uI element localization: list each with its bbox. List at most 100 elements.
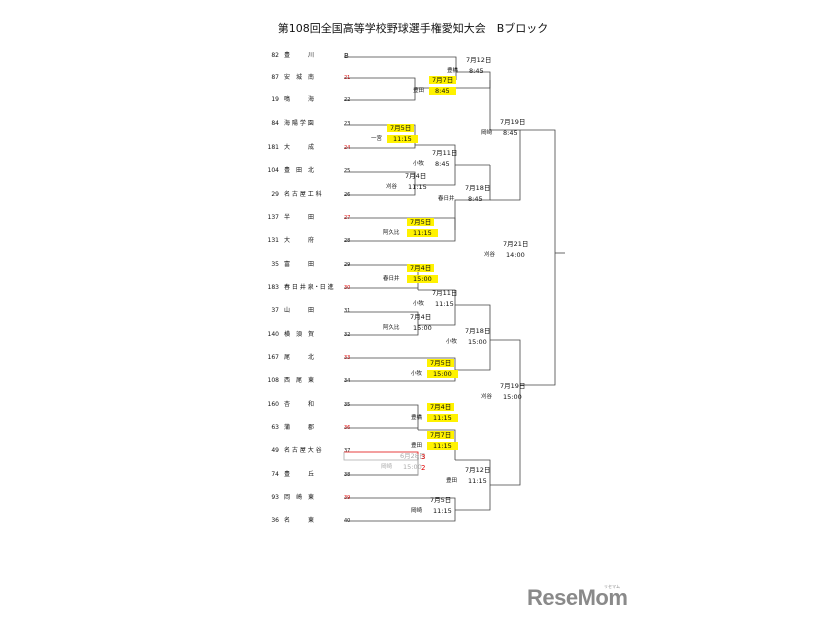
team-name: 横 須 賀 <box>284 331 315 338</box>
bracket-slot: 38 <box>344 472 351 478</box>
game-time: 11:15 <box>427 414 458 422</box>
team-number: 63 <box>271 424 279 431</box>
game-time: 15:00 <box>407 275 438 283</box>
team-name: 杏 和 <box>284 401 315 408</box>
bracket-line <box>490 339 521 385</box>
team-name: 安 城 南 <box>284 74 315 81</box>
score-upper: 3 <box>421 453 426 461</box>
bracket-slot: 28 <box>344 238 351 244</box>
bracket-slot: 31 <box>344 308 351 314</box>
game-venue: 刈谷 <box>386 184 398 190</box>
team-number: 37 <box>271 307 279 314</box>
bracket-slot: 27 <box>344 215 351 221</box>
game-venue: 小牧 <box>446 339 458 345</box>
game-date: 7月5日 <box>430 496 452 504</box>
team-number: 131 <box>267 237 279 244</box>
bracket-slot: 29 <box>344 262 351 268</box>
team-number: 35 <box>271 261 279 268</box>
game-venue: 豊田 <box>446 478 458 484</box>
bracket-slot: 32 <box>344 332 351 338</box>
team-number: 140 <box>267 331 279 338</box>
game-venue: 小牧 <box>411 371 423 377</box>
bracket-slot: 36 <box>344 425 351 431</box>
game-venue: 岡崎 <box>481 130 493 136</box>
game-venue: 阿久比 <box>383 230 400 236</box>
game-date: 6月28日 <box>400 452 426 460</box>
game-date: 7月5日 <box>387 124 415 132</box>
bracket-line <box>344 404 419 430</box>
game-venue: 豊橋 <box>411 415 423 421</box>
team-number: 84 <box>271 120 279 127</box>
game-venue: 小牧 <box>413 161 425 167</box>
game-time: 8:45 <box>429 87 456 95</box>
bracket-line <box>520 253 556 386</box>
game-time: 15:00 <box>413 324 432 332</box>
team-name: 名 東 <box>284 517 315 524</box>
bracket-slot: 40 <box>344 518 351 524</box>
game-date: 7月7日 <box>429 76 457 84</box>
team-name: 名 古 屋 大 谷 <box>284 447 322 454</box>
game-time: 8:45 <box>435 160 450 168</box>
bracket-slot: 34 <box>344 378 351 384</box>
game-date: 7月11日 <box>432 289 458 297</box>
team-name: 大 府 <box>284 237 315 244</box>
team-number: 29 <box>271 191 279 198</box>
game-date: 7月21日 <box>503 240 529 248</box>
team-number: 87 <box>271 74 279 81</box>
game-date: 7月12日 <box>466 56 492 64</box>
game-venue: 豊田 <box>411 443 423 449</box>
bracket-slot: 23 <box>344 121 351 127</box>
bracket-line <box>344 165 456 196</box>
game-time: 11:15 <box>427 442 458 450</box>
bracket-line <box>455 485 491 511</box>
game-venue: 刈谷 <box>481 394 493 400</box>
team-name: 春 日 井 泉・日 進 <box>284 284 334 291</box>
bracket-slot: 24 <box>344 145 351 151</box>
team-name: 尾 北 <box>284 354 315 361</box>
bracket-line <box>344 88 416 101</box>
team-name: 海 陽 学 園 <box>284 120 314 127</box>
team-number: 19 <box>271 96 279 103</box>
team-name: 豊 丘 <box>284 471 315 478</box>
game-time: 11:15 <box>407 229 438 237</box>
team-name: 豊 川 <box>284 52 315 59</box>
bracket-line <box>490 130 521 201</box>
game-time: 11:15 <box>387 135 418 143</box>
resemom-logo: ReseMom <box>527 585 628 610</box>
team-number: 104 <box>267 167 279 174</box>
team-number: 160 <box>267 401 279 408</box>
team-name: 鳴 海 <box>284 96 315 103</box>
game-date: 7月5日 <box>407 218 435 226</box>
bracket-slot: 30 <box>344 285 351 291</box>
bracket-slot: B <box>344 52 349 60</box>
game-date: 7月18日 <box>465 184 491 192</box>
bracket-line <box>520 129 556 253</box>
game-time: 15:00 <box>403 463 422 471</box>
team-number: 93 <box>271 494 279 501</box>
bracket-slot: 39 <box>344 495 351 501</box>
game-venue: 春日井 <box>383 276 400 282</box>
game-venue: 一宮 <box>371 136 383 142</box>
game-venue: 岡崎 <box>411 508 423 514</box>
game-venue: 豊田 <box>413 88 425 94</box>
team-number: 167 <box>267 354 279 361</box>
game-date: 7月5日 <box>427 359 455 367</box>
bracket-slot: 25 <box>344 168 351 174</box>
game-date: 7月4日 <box>427 403 455 411</box>
bracket-slot: 22 <box>344 97 351 103</box>
game-venue: 豊橋 <box>447 68 459 74</box>
game-venue: 岡崎 <box>381 464 393 470</box>
game-date: 7月4日 <box>405 172 427 180</box>
game-venue: 春日井 <box>438 196 455 202</box>
team-name: 富 田 <box>284 261 315 268</box>
team-name: 西 尾 東 <box>284 377 315 384</box>
bracket-slot: 37 <box>344 448 351 454</box>
team-name: 蒲 郡 <box>284 424 315 431</box>
game-date: 7月4日 <box>410 313 432 321</box>
team-number: 49 <box>271 447 279 454</box>
bracket-slot: 21 <box>344 75 351 81</box>
team-number: 181 <box>267 144 279 151</box>
game-time: 8:45 <box>503 129 518 137</box>
game-venue: 阿久比 <box>383 325 400 331</box>
game-time: 11:15 <box>468 477 487 485</box>
